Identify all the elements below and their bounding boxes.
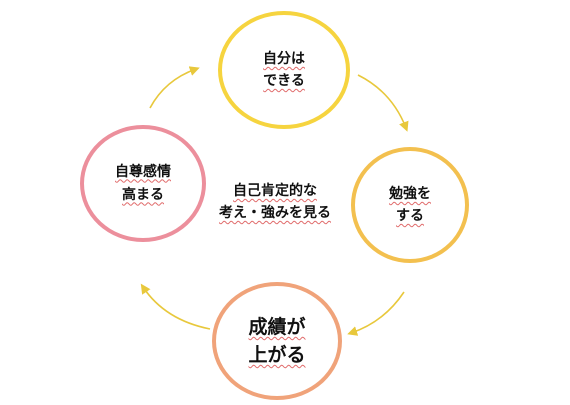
arrow-right-to-bottom bbox=[347, 291, 405, 336]
cycle-node-self-efficacy: 自分は できる bbox=[218, 11, 350, 129]
center-caption-line: 自己肯定的な bbox=[233, 183, 317, 199]
arrow-top-to-right bbox=[357, 74, 409, 132]
node-text-line: 勉強を bbox=[389, 186, 431, 202]
center-caption-line: 考え・強みを見る bbox=[219, 205, 331, 221]
cycle-node-grades-rise: 成績が 上がる bbox=[212, 282, 342, 400]
cycle-node-self-esteem: 自尊感情 高まる bbox=[80, 125, 206, 242]
center-caption: 自己肯定的な 考え・強みを見る bbox=[200, 180, 350, 224]
cycle-node-study: 勉強を する bbox=[351, 147, 469, 263]
arrow-left-to-top bbox=[149, 66, 200, 109]
node-text-line: する bbox=[396, 208, 424, 224]
node-text-line: 高まる bbox=[122, 186, 164, 203]
node-text-line: 自分は bbox=[263, 51, 305, 67]
node-text-line: 自尊感情 bbox=[115, 163, 171, 180]
node-text-line: 上がる bbox=[248, 344, 306, 366]
arrow-bottom-to-left bbox=[140, 283, 211, 330]
node-text-line: できる bbox=[263, 73, 305, 89]
node-text-line: 成績が bbox=[248, 316, 306, 338]
